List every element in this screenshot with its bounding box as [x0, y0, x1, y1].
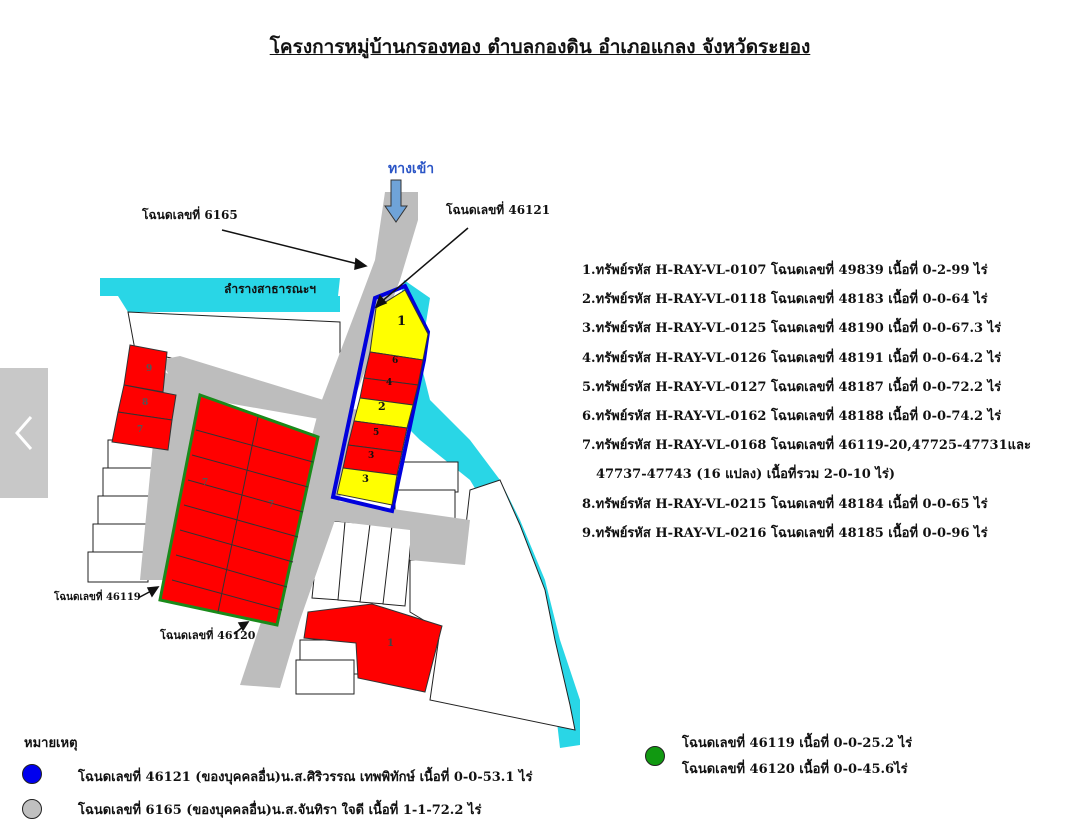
left-red-plots [111, 344, 177, 451]
asset-item: 7.ทรัพย์รหัส H-RAY-VL-0168 โฉนดเลขที่ 46… [582, 438, 1031, 454]
deed-6165-label: โฉนดเลขที่ 6165 [142, 208, 238, 222]
deed-46121-label: โฉนดเลขที่ 46121 [446, 203, 551, 217]
legend-heading: หมายเหตุ [24, 736, 78, 751]
legend-green-text-1: โฉนดเลขที่ 46119 เนื้อที่ 0-0-25.2 ไร่ [682, 736, 913, 751]
canal-label: ลำรางสาธารณะฯ [224, 282, 317, 296]
plot-number-6: 6 [392, 356, 399, 366]
entrance-label: ทางเข้า [388, 161, 435, 177]
plot-number-7-green-a: 7 [202, 478, 209, 488]
page-title: โครงการหมู่บ้านกรองทอง ตำบลกองดิน อำเภอแ… [269, 36, 811, 58]
asset-item: 2.ทรัพย์รหัส H-RAY-VL-0118 โฉนดเลขที่ 48… [582, 292, 988, 308]
asset-item: 6.ทรัพย์รหัส H-RAY-VL-0162 โฉนดเลขที่ 48… [582, 408, 1002, 424]
legend-blue-dot [22, 764, 42, 784]
plot-number-8: 8 [142, 398, 149, 408]
legend-green-text-2: โฉนดเลขที่ 46120 เนื้อที่ 0-0-45.6ไร่ [682, 762, 908, 777]
plot-number-7-left: 7 [137, 425, 144, 435]
asset-item: 8.ทรัพย์รหัส H-RAY-VL-0215 โฉนดเลขที่ 48… [582, 496, 988, 512]
green-block-plots [158, 393, 320, 627]
legend-gray-text: โฉนดเลขที่ 6165 (ของบุคคลอื่น)น.ส.จันทิร… [78, 803, 482, 818]
legend-gray-dot [22, 799, 42, 819]
deed-46120-label: โฉนดเลขที่ 46120 [160, 629, 256, 642]
previous-page-button[interactable] [0, 368, 48, 498]
asset-item: 1.ทรัพย์รหัส H-RAY-VL-0107 โฉนดเลขที่ 49… [582, 263, 988, 278]
entrance-arrow-icon [384, 179, 408, 223]
plot-number-1-bottom: 1 [387, 638, 394, 649]
plot-number-3-yellow: 3 [362, 474, 369, 485]
leader-lines [137, 227, 469, 635]
chevron-left-icon [15, 416, 33, 450]
plot-number-9: 9 [146, 364, 153, 374]
asset-item: 3.ทรัพย์รหัส H-RAY-VL-0125 โฉนดเลขที่ 48… [582, 321, 1002, 337]
plot-number-2: 2 [378, 400, 386, 413]
asset-list: 1.ทรัพย์รหัส H-RAY-VL-0107 โฉนดเลขที่ 49… [582, 256, 1072, 548]
asset-item-continued: 47737-47743 (16 แปลง) เนื้อที่รวม 2-0-10… [596, 467, 896, 483]
asset-item: 9.ทรัพย์รหัส H-RAY-VL-0216 โฉนดเลขที่ 48… [582, 525, 988, 541]
legend-blue-text: โฉนดเลขที่ 46121 (ของบุคคลอื่น)น.ส.ศิริว… [78, 770, 533, 785]
bottom-red-plot [303, 603, 443, 693]
plot-number-4: 4 [386, 378, 393, 388]
plot-number-5: 5 [373, 428, 380, 438]
plot-number-1-top: 1 [397, 314, 407, 329]
asset-item: 4.ทรัพย์รหัส H-RAY-VL-0126 โฉนดเลขที่ 48… [582, 350, 1002, 366]
plot-number-7-green-b: 7 [268, 500, 275, 510]
legend-green-dot [645, 746, 665, 766]
blue-block-plots [330, 283, 431, 514]
white-parcels [87, 311, 576, 731]
asset-item: 5.ทรัพย์รหัส H-RAY-VL-0127 โฉนดเลขที่ 48… [582, 379, 1002, 395]
plot-number-3-red: 3 [368, 451, 375, 461]
deed-46119-label: โฉนดเลขที่ 46119 [54, 592, 141, 603]
